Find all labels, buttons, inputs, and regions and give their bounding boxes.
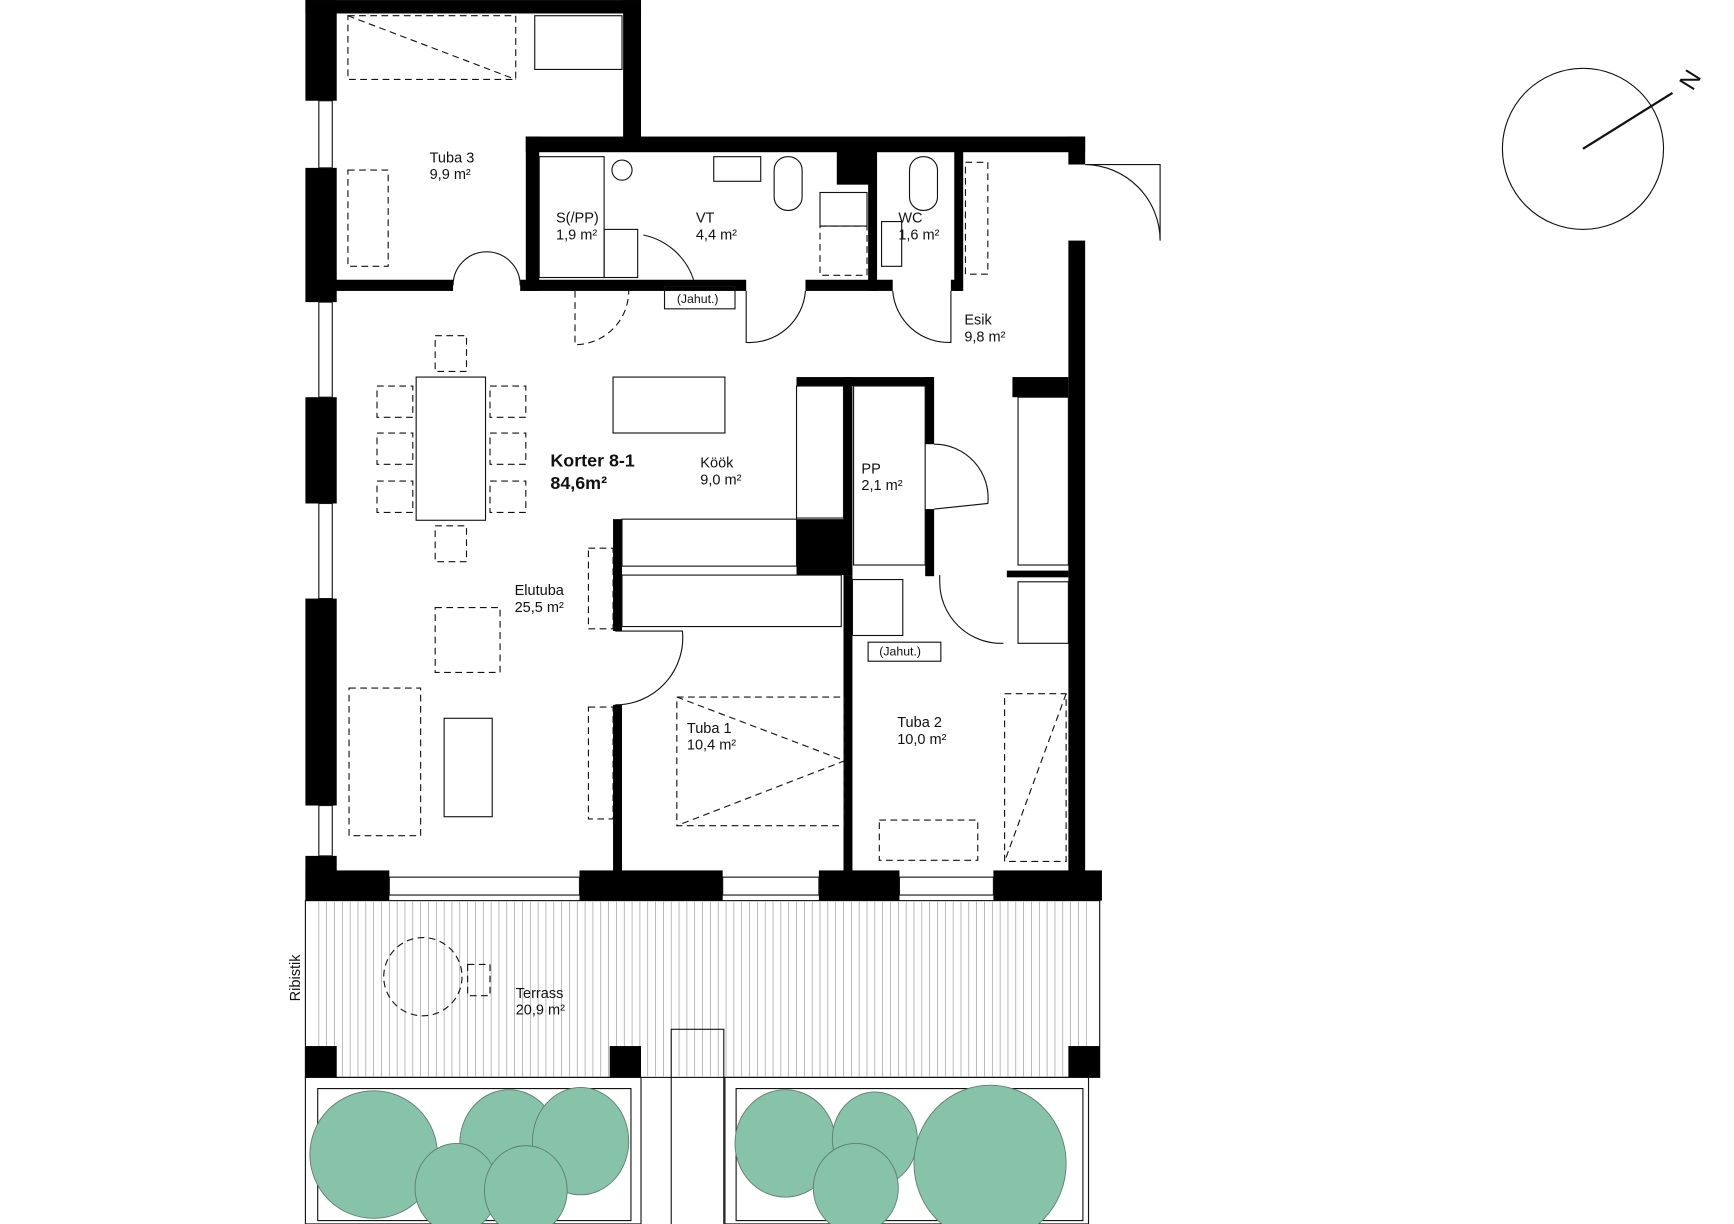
room-area: 10,4 m² [687,738,736,754]
tree [913,1084,1067,1224]
doors [452,163,1161,706]
room-area: 1,6 m² [898,227,939,243]
room-name: S(/PP) [556,211,599,227]
room-name: PP [861,461,880,477]
cooling-label: (Jahut.) [677,292,719,306]
room-name: Esik [964,312,992,328]
room-name: Tuba 1 [687,721,732,737]
tree [812,1142,899,1224]
room-name: Tuba 3 [430,150,475,166]
apartment-name: Korter 8-1 [550,451,634,471]
north-compass: N [1501,66,1707,230]
room-name: Köök [700,456,734,472]
planters [304,1076,1090,1224]
apartment-area: 84,6m² [550,473,607,493]
room-area: 9,0 m² [700,472,741,488]
trellis-label: Ribistik [288,954,304,1002]
windows [318,100,994,896]
room-name: WC [898,211,922,227]
room-area: 4,4 m² [696,227,737,243]
room-area: 2,1 m² [861,478,902,494]
tree [483,1145,568,1224]
room-name: Tuba 2 [897,715,942,731]
compass-north-label: N [1675,66,1707,95]
room-area: 20,9 m² [516,1003,565,1019]
room-name: Elutuba [515,583,565,599]
room-area: 1,9 m² [556,227,597,243]
room-area: 10,0 m² [897,732,946,748]
room-area: 9,8 m² [964,329,1005,345]
room-labels: Tuba 3 9,9 m² S(/PP) 1,9 m² VT 4,4 m² WC… [288,150,1006,1018]
room-name: VT [696,211,715,227]
room-area: 25,5 m² [515,600,564,616]
room-area: 9,9 m² [430,167,471,183]
furniture [347,15,1069,1224]
terrace-decking [318,901,1087,1077]
room-name: Terrass [516,986,564,1002]
walls [305,0,1102,1078]
cooling-label: (Jahut.) [879,645,921,659]
